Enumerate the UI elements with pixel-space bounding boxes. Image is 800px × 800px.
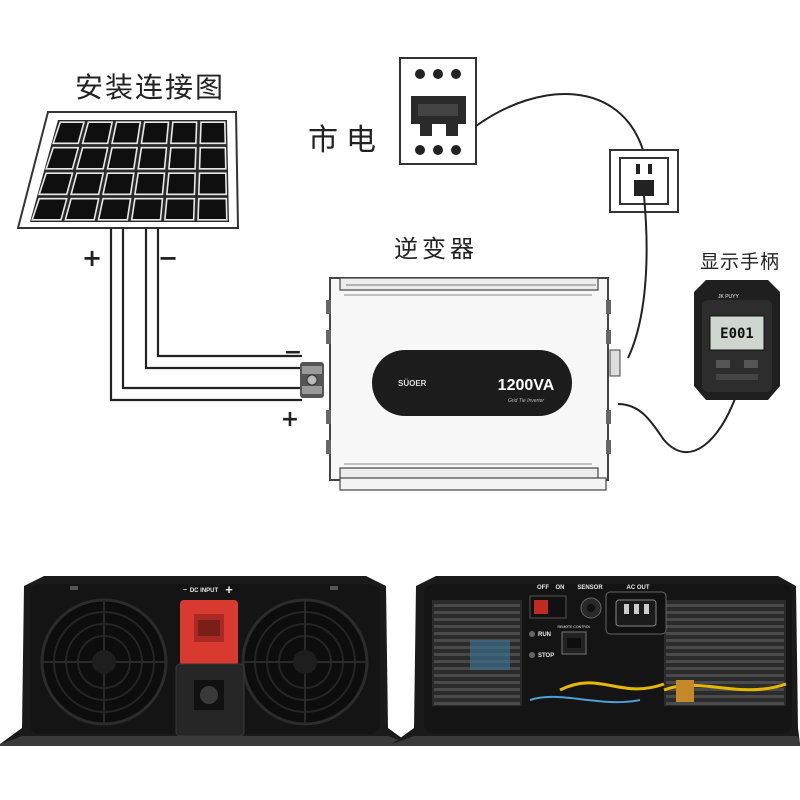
grille-bar	[434, 604, 520, 607]
grille-bar	[666, 702, 784, 705]
grille-bar	[666, 625, 784, 628]
display-cable	[618, 396, 736, 452]
ac-out-label: AC OUT	[627, 585, 650, 591]
grille-bar	[666, 674, 784, 677]
solar-cell	[167, 173, 195, 194]
solar-cell	[65, 199, 98, 220]
grille-bar	[666, 632, 784, 635]
grille-bar	[434, 695, 520, 698]
inverter-plus-sign: +	[281, 407, 299, 432]
socket-to-inverter-wire	[628, 196, 647, 358]
panel-minus-sign: −	[158, 244, 178, 272]
sensor-label: SENSOR	[577, 585, 603, 591]
solar-cell	[200, 148, 226, 169]
sensor-port	[581, 598, 601, 618]
inverter-subtitle: Grid Tie Inverter	[508, 398, 544, 404]
display-brand: JK PUYY	[718, 294, 740, 300]
display-readout: E001	[720, 326, 754, 342]
grille-bar	[666, 667, 784, 670]
power-switch	[530, 596, 566, 618]
solar-cell	[71, 173, 103, 194]
heatsink-grille-left	[432, 600, 522, 706]
dc-terminal-connector	[300, 362, 324, 398]
inverter-front-photo	[0, 576, 410, 746]
grille-bar	[666, 611, 784, 614]
grille-bar	[434, 625, 520, 628]
fan-right	[243, 600, 367, 724]
solar-cell	[165, 199, 195, 220]
grille-bar	[666, 653, 784, 656]
grid-wire	[476, 94, 643, 150]
grille-bar	[434, 674, 520, 677]
grille-bar	[434, 632, 520, 635]
solar-cell	[77, 148, 108, 169]
fan-left	[42, 600, 166, 724]
dc-input-label: DC INPUT	[190, 588, 219, 594]
solar-cell	[199, 173, 227, 194]
solar-cell	[108, 148, 138, 169]
solar-cell	[138, 148, 166, 169]
solar-cell	[99, 199, 131, 220]
remote-control-port	[562, 632, 586, 654]
solar-cell	[132, 199, 163, 220]
grid-label: 市电	[308, 123, 384, 158]
grille-bar	[434, 611, 520, 614]
dc-cable-positive	[111, 228, 302, 400]
remote-control-label: REMOTE CONTROL	[557, 625, 590, 629]
solar-cell	[103, 173, 134, 194]
solar-cell	[200, 122, 225, 143]
stop-label: STOP	[538, 653, 554, 659]
dc-input-minus: −	[183, 587, 187, 594]
solar-cell	[171, 122, 197, 143]
diagram-title: 安装连接图	[75, 71, 225, 104]
inverter-unit	[326, 278, 620, 490]
grille-bar	[434, 702, 520, 705]
display-label: 显示手柄	[700, 251, 780, 273]
inverter-model: 1200VA	[498, 377, 555, 394]
grille-bar	[666, 618, 784, 621]
solar-cell	[169, 148, 196, 169]
heatsink-grille-right	[664, 600, 786, 706]
solar-cell	[32, 199, 67, 220]
inverter-brand: SÜOER	[398, 379, 427, 388]
dc-input-terminal	[176, 600, 244, 736]
grille-bar	[434, 688, 520, 691]
solar-cell	[112, 122, 140, 143]
solar-cell	[141, 122, 168, 143]
grille-bar	[666, 604, 784, 607]
grille-bar	[434, 681, 520, 684]
grille-bar	[666, 646, 784, 649]
inverter-back-photo	[392, 576, 800, 746]
switch-off-label: OFF	[537, 585, 549, 591]
switch-on-label: ON	[556, 585, 565, 591]
dc-input-plus: +	[225, 582, 233, 597]
ac-out-socket	[606, 592, 666, 634]
solar-panel	[18, 112, 238, 228]
inverter-label: 逆变器	[394, 235, 478, 263]
grille-bar	[434, 618, 520, 621]
run-label: RUN	[538, 632, 551, 638]
solar-cell	[135, 173, 165, 194]
solar-cell	[83, 122, 113, 143]
grille-bar	[666, 660, 784, 663]
inverter-minus-sign: −	[284, 340, 302, 365]
grille-bar	[666, 639, 784, 642]
panel-plus-sign: +	[82, 244, 102, 272]
grid-breaker	[400, 58, 476, 164]
solar-cell	[198, 199, 227, 220]
